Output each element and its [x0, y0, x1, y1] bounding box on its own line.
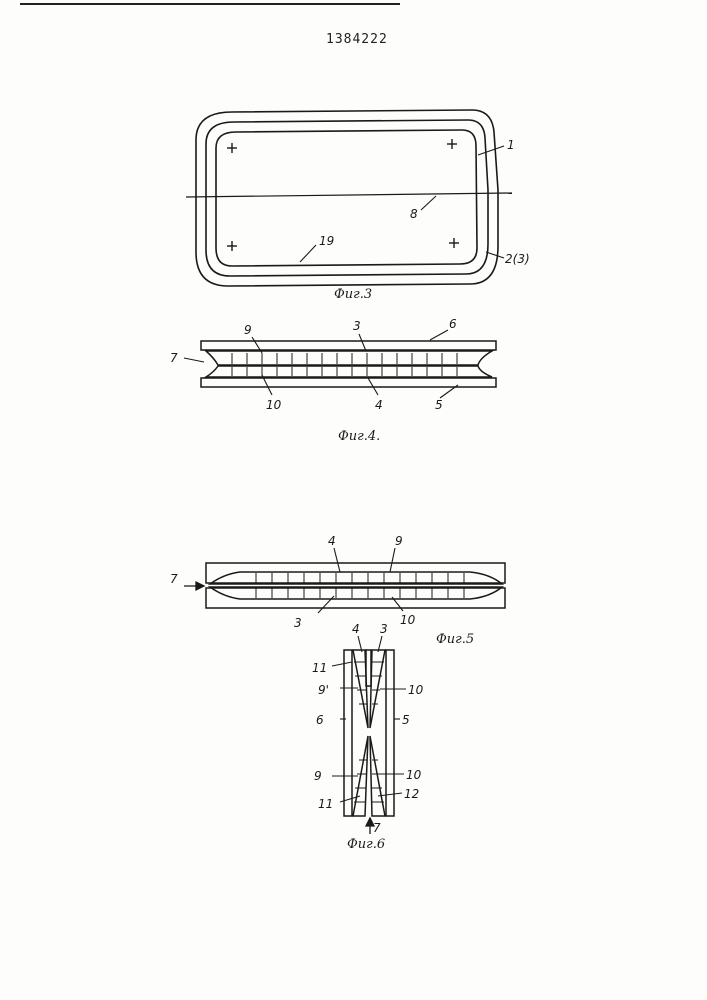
- fig6-label-6: 6: [316, 713, 324, 727]
- fig6-label-5: 5: [402, 713, 410, 727]
- fig6-label-4: 4: [352, 622, 360, 636]
- fig6-label-11-top: 11: [312, 661, 327, 675]
- fig5-label-9: 9: [395, 534, 403, 548]
- fig5-bottom-plate: [206, 588, 505, 608]
- fig6-caption: Фиг.6: [347, 837, 385, 852]
- fig3-label-8: 8: [410, 207, 418, 221]
- fig5-arrow: [184, 582, 204, 590]
- figure-6: [332, 636, 406, 834]
- fig4-label-3: 3: [353, 319, 361, 333]
- fig6-leader-lines: [332, 636, 406, 802]
- fig6-left-plate: [344, 650, 352, 816]
- fig4-label-5: 5: [435, 398, 443, 412]
- fig4-upper-layer: [206, 351, 492, 365]
- fig3-middle-frame: [206, 120, 488, 276]
- fig4-label-6: 6: [449, 317, 457, 331]
- fig6-label-12: 12: [404, 787, 419, 801]
- fig4-label-10: 10: [266, 398, 282, 412]
- fig5-leader-lines: [318, 548, 403, 613]
- fig6-lower-right-wedge: [370, 736, 385, 816]
- fig4-label-7: 7: [170, 351, 178, 365]
- fig3-caption: Фиг.3: [334, 287, 372, 302]
- fig5-label-3: 3: [294, 616, 302, 630]
- fig3-axis-line: [186, 193, 512, 197]
- fig4-label-4: 4: [375, 398, 383, 412]
- fig4-leader-lines: [184, 330, 458, 398]
- fig5-label-7: 7: [170, 572, 178, 586]
- fig6-hatch-cells: [354, 662, 384, 802]
- fig3-label-19: 19: [319, 234, 334, 248]
- fig6-label-7: 7: [373, 821, 381, 835]
- fig4-bottom-plate: [201, 378, 496, 387]
- figure-3: [186, 110, 512, 286]
- fig6-label-9-bottom: 9: [314, 769, 322, 783]
- fig4-top-plate: [201, 341, 496, 350]
- fig4-caption: Фиг.4.: [338, 429, 380, 444]
- fig4-lower-layer: [206, 366, 492, 377]
- fig3-inner-frame: [216, 130, 477, 266]
- fig3-label-1: 1: [507, 138, 515, 152]
- fig5-upper-layer: [210, 572, 502, 584]
- fig3-label-2-3: 2(3): [505, 252, 530, 266]
- fig5-caption: Фиг.5: [436, 632, 474, 647]
- fig5-label-10: 10: [400, 613, 416, 627]
- fig5-hatch-cells: [256, 573, 464, 598]
- fig4-label-9: 9: [244, 323, 252, 337]
- fig6-right-plate: [386, 650, 394, 816]
- fig5-top-plate: [206, 563, 505, 583]
- fig6-label-9-top: 9': [318, 683, 329, 697]
- figure-5: [184, 548, 505, 613]
- fig4-labels: 7 9 3 6 10 4 5 Фиг.4.: [170, 317, 457, 444]
- fig6-label-10-top: 10: [408, 683, 424, 697]
- fig6-label-11-bottom: 11: [318, 797, 333, 811]
- fig6-label-3: 3: [380, 622, 388, 636]
- figure-4: [184, 330, 496, 398]
- fig3-outer-frame: [196, 110, 498, 286]
- fig5-lower-layer: [210, 587, 502, 599]
- fig5-label-4: 4: [328, 534, 336, 548]
- fig6-label-10-bottom: 10: [406, 768, 422, 782]
